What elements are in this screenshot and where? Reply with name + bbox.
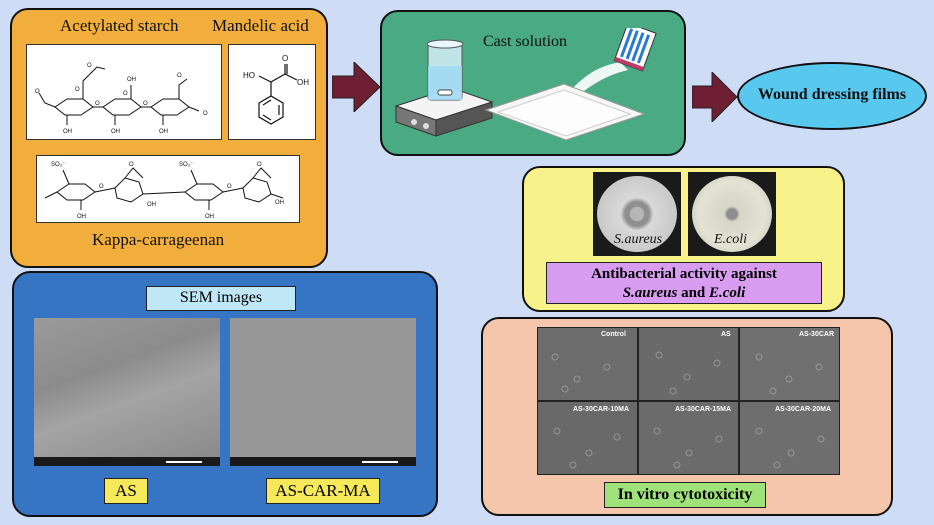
svg-text:O: O — [129, 162, 134, 168]
svg-text:O: O — [177, 73, 182, 79]
cytotox-label-as: AS — [721, 331, 731, 338]
petri-dish-e-coli — [688, 172, 776, 256]
petri-dish-s-aureus — [593, 172, 681, 256]
cytotox-cell-as-30car-10ma — [538, 402, 637, 474]
svg-text:HO: HO — [243, 71, 255, 80]
cytotox-caption: In vitro cytotoxicity — [604, 482, 766, 508]
svg-text:O: O — [99, 184, 104, 190]
mandelic-acid-label: Mandelic acid — [212, 16, 309, 35]
cast-solution-title: Cast solution — [483, 33, 568, 50]
arrow-cast-to-wound — [692, 72, 738, 122]
kappa-carrageenan-drawing: SO₃⁻ SO₃⁻ OH OH OH OH O O O O — [44, 162, 284, 220]
dish-label-e-coli: E.coli — [714, 232, 748, 247]
svg-text:O: O — [35, 89, 40, 95]
sem-image-as-car-ma — [230, 318, 416, 466]
svg-text:OH: OH — [127, 77, 136, 83]
cytotox-label-control: Control — [601, 331, 626, 338]
svg-text:OH: OH — [147, 202, 156, 208]
svg-text:SO₃⁻: SO₃⁻ — [179, 162, 193, 168]
svg-text:OH: OH — [275, 200, 284, 206]
svg-text:O: O — [282, 54, 288, 63]
sem-image-as — [34, 318, 220, 466]
cytotox-label-as-30car-10ma: AS-30CAR-10MA — [573, 406, 630, 413]
svg-text:O: O — [227, 184, 232, 190]
svg-text:OH: OH — [77, 214, 86, 220]
cytotox-cell-control — [538, 328, 637, 400]
cytotox-cell-as-30car — [740, 328, 839, 400]
caption-s-aureus: S.aureus — [622, 285, 678, 301]
cytotox-label-as-30car: AS-30CAR — [799, 331, 835, 338]
sem-label-as-car-ma: AS-CAR-MA — [266, 478, 380, 504]
svg-text:SO₃⁻: SO₃⁻ — [51, 162, 65, 168]
cytotox-grid: Control AS AS-30CAR AS-30CAR-10MA AS-30C… — [537, 327, 840, 475]
svg-text:OH: OH — [159, 129, 168, 135]
svg-text:OH: OH — [63, 129, 72, 135]
wound-dressing-ellipse — [737, 62, 927, 130]
antibacterial-caption-line2: S.aureus and E.coli — [547, 284, 821, 303]
arrow-materials-to-cast — [332, 62, 381, 112]
sem-title: SEM images — [146, 286, 296, 311]
svg-text:OH: OH — [205, 214, 214, 220]
cytotox-cell-as-30car-20ma — [740, 402, 839, 474]
svg-text:O: O — [87, 63, 92, 69]
acetylated-starch-structure: O O OH O OH OH OH O O O O O — [26, 44, 222, 140]
svg-text:OH: OH — [297, 78, 309, 87]
caption-e-coli: E.coli — [709, 285, 746, 301]
svg-text:O: O — [123, 91, 128, 97]
cell-texture — [551, 351, 825, 469]
svg-text:OH: OH — [111, 129, 120, 135]
cytotox-label-as-30car-15ma: AS-30CAR-15MA — [675, 406, 732, 413]
stirrer-and-tray-illustration — [394, 28, 657, 141]
svg-text:O: O — [75, 87, 80, 93]
acetylated-starch-drawing: O O OH O OH OH OH O O O O O — [35, 63, 208, 135]
mandelic-acid-structure: HO O OH — [228, 44, 316, 140]
cytotox-label-as-30car-20ma: AS-30CAR-20MA — [775, 406, 832, 413]
magnetic-stirrer-icon — [394, 87, 494, 137]
antibacterial-caption: Antibacterial activity against S.aureus … — [546, 262, 822, 304]
svg-text:O: O — [95, 101, 100, 107]
svg-text:O: O — [203, 111, 208, 117]
cytotox-cell-as — [639, 328, 738, 400]
dish-label-s-aureus: S.aureus — [614, 232, 663, 247]
svg-text:O: O — [257, 162, 262, 168]
caption-and: and — [677, 285, 710, 301]
beaker-icon — [426, 39, 464, 101]
svg-text:O: O — [143, 101, 148, 107]
antibacterial-caption-line1: Antibacterial activity against — [591, 266, 777, 282]
wound-dressing-label: Wound dressing films — [757, 86, 907, 103]
kappa-carrageenan-label: Kappa-carrageenan — [92, 230, 225, 249]
casting-tray-icon — [484, 83, 646, 141]
acetylated-starch-label: Acetylated starch — [60, 16, 179, 35]
test-tube-icon — [613, 28, 657, 72]
kappa-carrageenan-structure: SO₃⁻ SO₃⁻ OH OH OH OH O O O O — [36, 155, 300, 223]
mandelic-acid-drawing: HO O OH — [243, 54, 309, 125]
sem-label-as: AS — [104, 478, 148, 504]
